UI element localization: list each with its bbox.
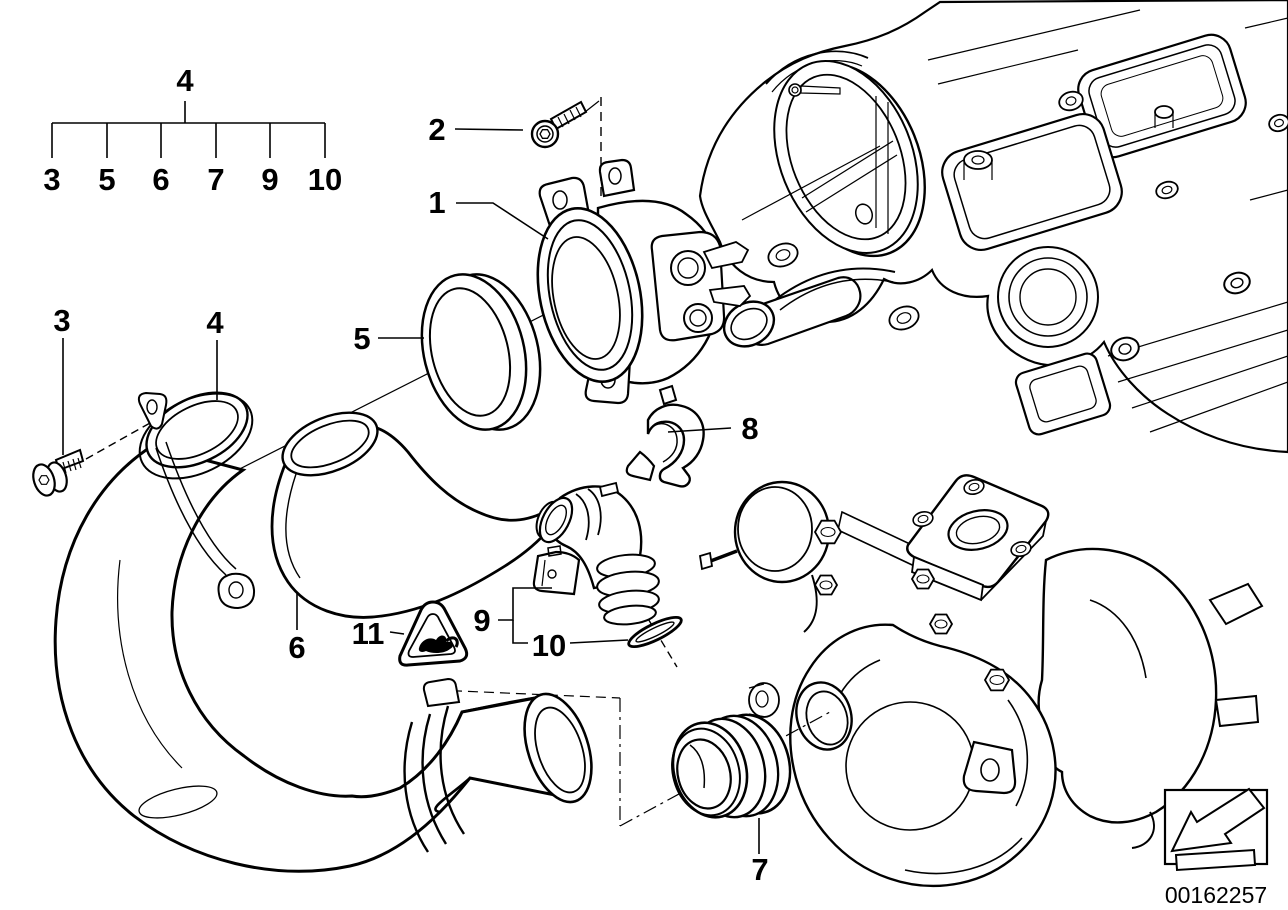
screw-socket-head <box>32 448 85 497</box>
marten-warning-icon <box>398 600 469 667</box>
turbo-inlet-flange <box>906 474 1050 602</box>
callout-2[interactable]: 2 <box>428 112 445 147</box>
callout-10[interactable]: 10 <box>532 628 566 663</box>
index-root-label[interactable]: 4 <box>176 63 194 98</box>
index-leaf-9[interactable]: 9 <box>261 162 278 197</box>
throttle-mount-opening <box>773 60 926 258</box>
cover-inlet-snout <box>722 242 920 348</box>
turbocharger <box>698 474 1264 888</box>
wastegate-actuator <box>698 480 831 633</box>
retaining-clip <box>625 384 705 488</box>
hose-clamp <box>137 391 256 610</box>
elbow-connector <box>532 481 660 626</box>
callout-5[interactable]: 5 <box>353 321 370 356</box>
index-leaf-10[interactable]: 10 <box>308 162 342 197</box>
callout-4[interactable]: 4 <box>206 305 224 340</box>
intake-port-upper <box>1077 33 1247 159</box>
throttle-body <box>536 158 752 405</box>
compressor-housing <box>748 623 1057 888</box>
vent-hose <box>270 411 563 619</box>
hose-coupling <box>671 713 792 819</box>
diagram-footer: 00162257 <box>1163 787 1269 908</box>
intake-port-lower <box>941 113 1123 251</box>
direction-arrow-icon <box>1170 787 1266 872</box>
callouts: 1 2 3 4 5 6 7 8 9 10 11 <box>53 112 768 887</box>
callout-3[interactable]: 3 <box>53 303 70 338</box>
doc-number: 00162257 <box>1165 882 1267 908</box>
callout-1[interactable]: 1 <box>428 185 445 220</box>
index-leaf-5[interactable]: 5 <box>98 162 115 197</box>
callout-9[interactable]: 9 <box>473 603 490 638</box>
profile-gasket <box>420 273 542 431</box>
air-intake-hose <box>53 391 593 873</box>
index-leaf-6[interactable]: 6 <box>152 162 169 197</box>
callout-11[interactable]: 11 <box>352 616 385 651</box>
callout-6[interactable]: 6 <box>288 630 305 665</box>
o-ring <box>627 615 683 649</box>
index-leaf-7[interactable]: 7 <box>207 162 224 197</box>
index-tree: 4 3 5 6 7 9 10 <box>43 63 342 197</box>
screw-torx <box>530 100 588 149</box>
cylinder-head-cover <box>698 0 1288 454</box>
callout-7[interactable]: 7 <box>751 852 768 887</box>
index-leaf-3[interactable]: 3 <box>43 162 60 197</box>
callout-8[interactable]: 8 <box>741 411 758 446</box>
turbo-bolts <box>813 519 1011 692</box>
